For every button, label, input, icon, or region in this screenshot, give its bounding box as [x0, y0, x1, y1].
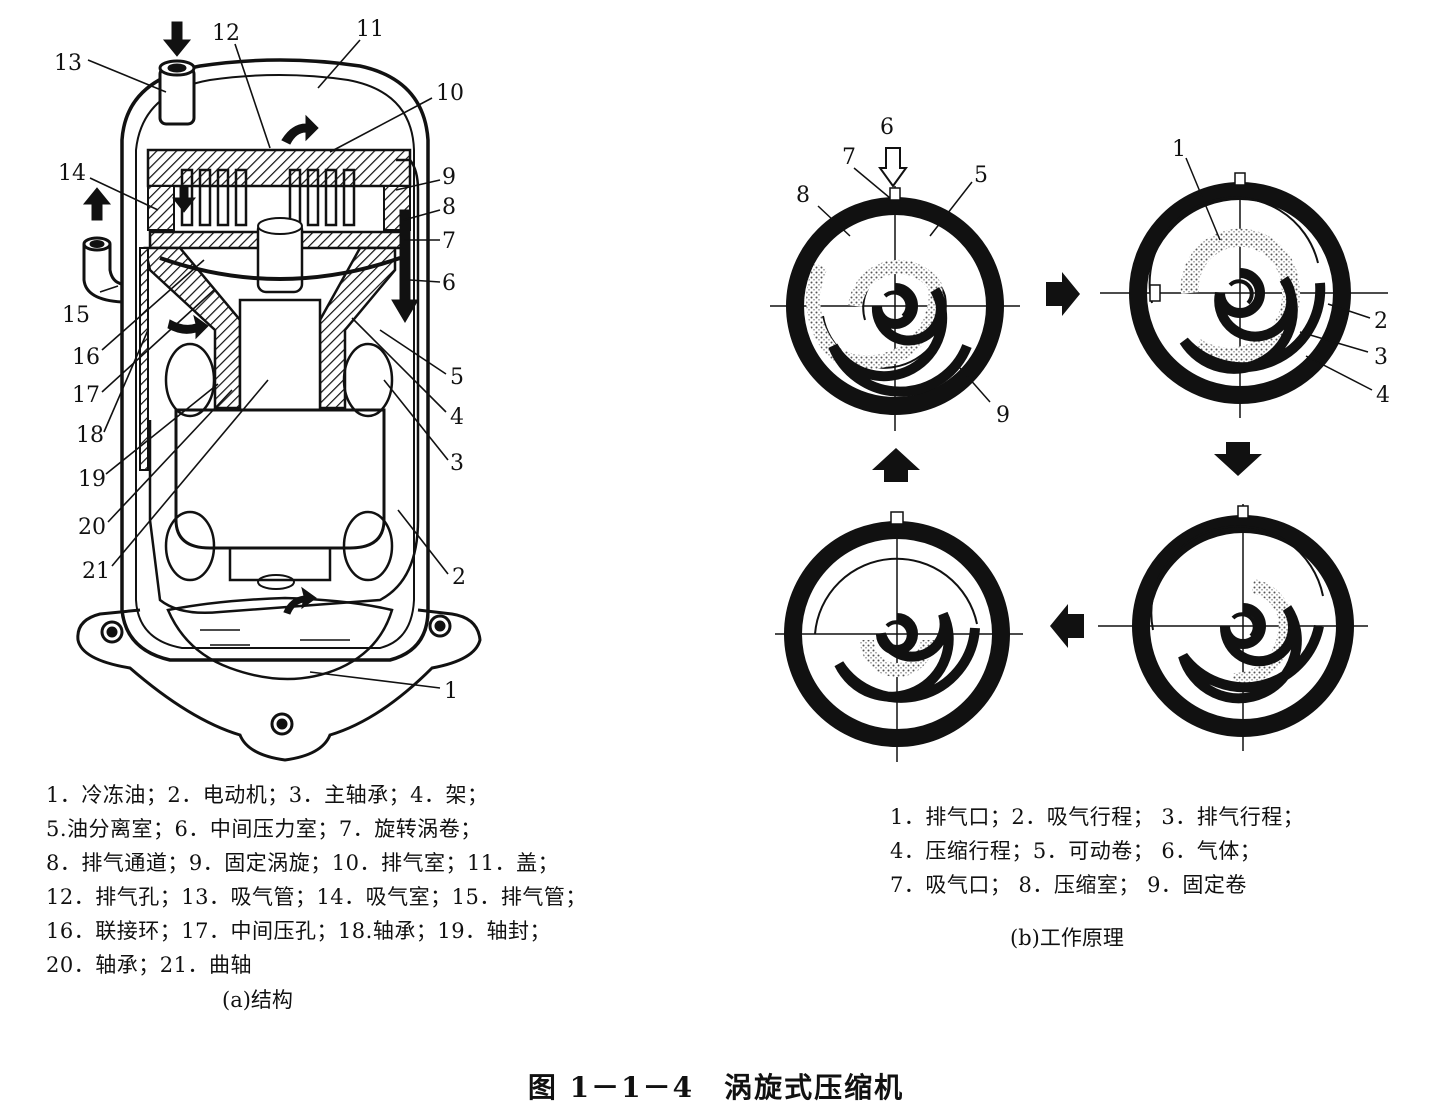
label-13: 13 [54, 51, 82, 76]
scroll-stage-1 [770, 186, 1020, 431]
legend-line: 7．吸气口； 8．压缩室； 9．固定卷 [890, 873, 1247, 897]
label-15: 15 [62, 303, 90, 328]
legend-line: 5.油分离室；6．中间压力室；7．旋转涡卷； [46, 817, 482, 841]
arrow-left-icon [1050, 604, 1084, 648]
arrow-right-icon [1046, 272, 1080, 316]
leader-lines-principle [817, 157, 1373, 403]
label-b-8: 8 [796, 183, 810, 208]
legend-line: 20．轴承；21．曲轴 [46, 953, 252, 977]
scroll-stage-2 [1100, 172, 1388, 418]
label-4: 4 [450, 405, 464, 430]
label-20: 20 [78, 515, 106, 540]
part-labels-principle: 6 7 5 8 9 1 2 3 4 [796, 115, 1390, 428]
label-5: 5 [450, 365, 464, 390]
caption-principle: (b)工作原理 [1010, 926, 1124, 950]
compressor-structure-drawing [76, 58, 482, 762]
gas-inlet-arrow-icon [878, 147, 908, 188]
label-21: 21 [82, 559, 110, 584]
legend-line: 4．压缩行程；5．可动卷； 6．气体； [890, 839, 1262, 863]
legend-line: 16．联接环；17．中间压孔；18.轴承；19．轴封； [46, 919, 552, 943]
label-b-3: 3 [1374, 345, 1388, 370]
label-11: 11 [356, 17, 384, 42]
label-14: 14 [58, 161, 86, 186]
flow-arrows-structure [82, 21, 419, 615]
label-b-7: 7 [842, 145, 856, 170]
label-16: 16 [72, 345, 100, 370]
legend-principle: 1．排气口；2．吸气行程； 3．排气行程； 4．压缩行程；5．可动卷； 6．气体… [890, 800, 1304, 902]
legend-line: 1．排气口；2．吸气行程； 3．排气行程； [890, 805, 1305, 829]
arrow-up-icon [872, 448, 920, 482]
label-8: 8 [442, 195, 456, 220]
cycle-arrows [872, 272, 1262, 648]
label-1: 1 [444, 679, 458, 704]
legend-line: 1．冷冻油；2．电动机；3．主轴承；4．架； [46, 783, 489, 807]
label-10: 10 [436, 81, 464, 106]
label-b-4: 4 [1376, 383, 1390, 408]
arrow-down-icon [1214, 442, 1262, 476]
label-2: 2 [452, 565, 466, 590]
label-b-2: 2 [1374, 309, 1388, 334]
label-b-9: 9 [996, 403, 1010, 428]
label-b-6: 6 [880, 115, 894, 140]
legend-structure: 1．冷冻油；2．电动机；3．主轴承；4．架； 5.油分离室；6．中间压力室；7．… [46, 778, 587, 982]
label-3: 3 [450, 451, 464, 476]
label-b-1: 1 [1172, 137, 1186, 162]
label-19: 19 [78, 467, 106, 492]
scroll-stage-4 [775, 511, 1023, 762]
label-9: 9 [442, 165, 456, 190]
label-12: 12 [212, 21, 240, 46]
legend-line: 12．排气孔；13．吸气管；14．吸气室；15．排气管； [46, 885, 587, 909]
label-17: 17 [72, 383, 100, 408]
scroll-stage-3 [1098, 504, 1368, 751]
leader-lines-structure [87, 39, 449, 689]
label-18: 18 [76, 423, 104, 448]
legend-line: 8．排气通道；9．固定涡旋；10．排气室；11．盖； [46, 851, 560, 875]
label-7: 7 [442, 229, 456, 254]
caption-structure: (a)结构 [222, 988, 293, 1012]
figure-title: 图 1－1－4 涡旋式压缩机 [527, 1071, 905, 1104]
label-6: 6 [442, 271, 456, 296]
part-labels-structure: 13 12 11 10 14 9 8 7 6 15 16 5 17 4 18 3… [54, 17, 466, 704]
label-b-5: 5 [974, 163, 988, 188]
